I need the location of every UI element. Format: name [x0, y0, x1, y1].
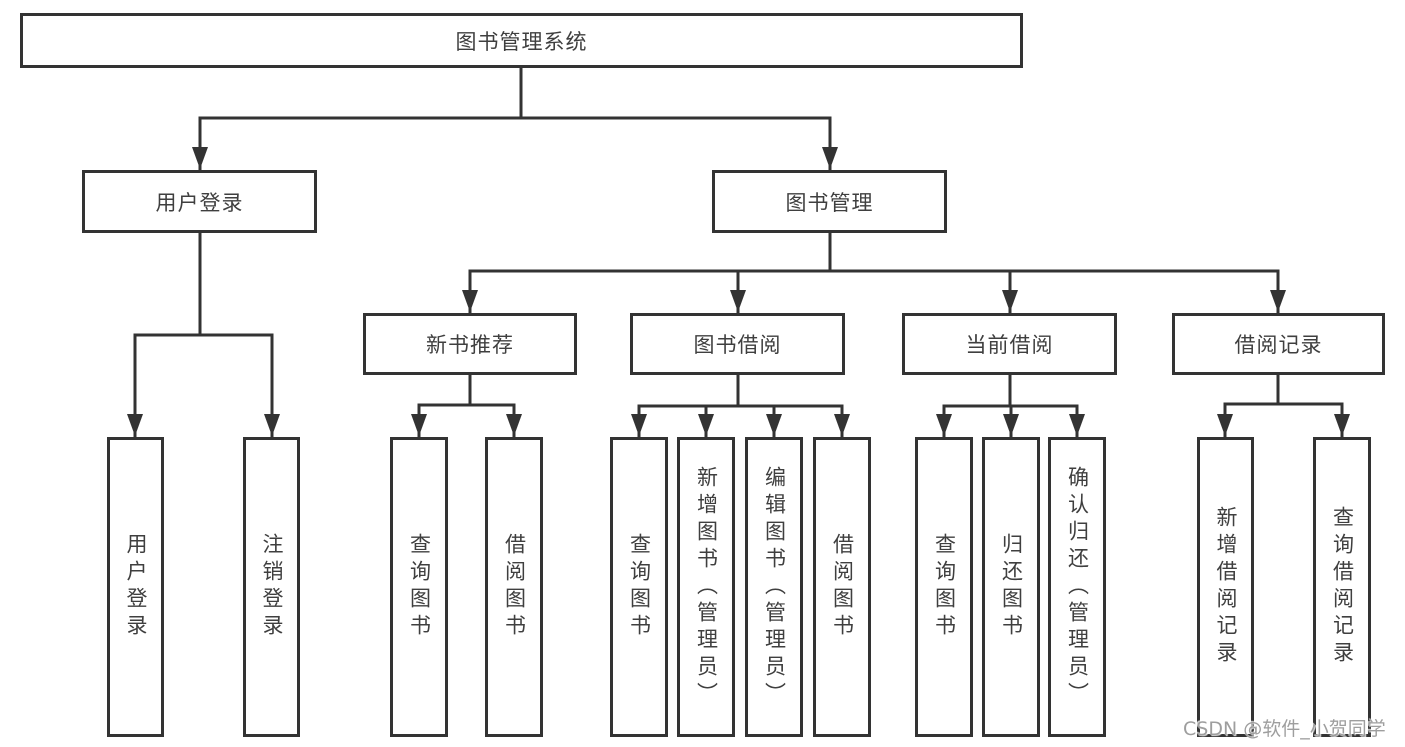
node-library-system: 图书管理系统 — [20, 13, 1023, 68]
node-book-management: 图书管理 — [712, 170, 947, 233]
csdn-watermark: CSDN @软件_小贺同学 — [1183, 718, 1386, 740]
leaf-borrow-add-book-admin: 新增图书（管理员） — [677, 437, 735, 737]
leaf-logout: 注销登录 — [243, 437, 300, 737]
leaf-current-query-book: 查询图书 — [915, 437, 973, 737]
node-borrow-record: 借阅记录 — [1172, 313, 1385, 375]
node-current-borrow: 当前借阅 — [902, 313, 1117, 375]
leaf-recommend-borrow-book: 借阅图书 — [485, 437, 543, 737]
leaf-borrow-edit-book-admin: 编辑图书（管理员） — [745, 437, 803, 737]
leaf-current-confirm-return-admin: 确认归还（管理员） — [1048, 437, 1106, 737]
leaf-recommend-query-book: 查询图书 — [390, 437, 448, 737]
leaf-record-query-borrow-record: 查询借阅记录 — [1313, 437, 1371, 737]
leaf-record-add-borrow-record: 新增借阅记录 — [1197, 437, 1254, 737]
node-new-book-recommend: 新书推荐 — [363, 313, 577, 375]
leaf-user-login: 用户登录 — [107, 437, 164, 737]
leaf-current-return-book: 归还图书 — [982, 437, 1040, 737]
node-user-login: 用户登录 — [82, 170, 317, 233]
leaf-borrow-borrow-book: 借阅图书 — [813, 437, 871, 737]
node-book-borrow: 图书借阅 — [630, 313, 845, 375]
leaf-borrow-query-book: 查询图书 — [610, 437, 668, 737]
